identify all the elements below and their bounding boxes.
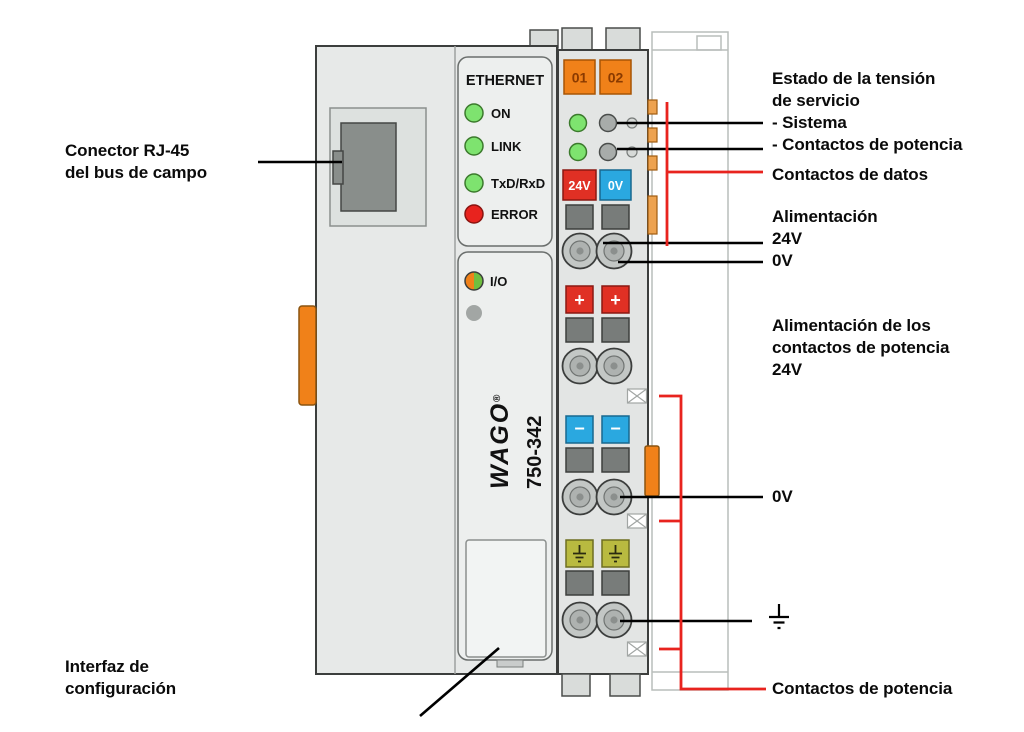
error-led-icon: [464, 204, 484, 224]
label-potencia: Contactos de potencia: [772, 679, 953, 698]
terminal-block: 01 02 24V 0V + + − −: [557, 27, 660, 697]
terminal-24v: [561, 232, 599, 270]
separator-mark-1: [626, 388, 648, 404]
clamp-opening: [565, 570, 594, 596]
terminal-bottom-tab-1: [561, 673, 591, 697]
clamp-opening: [565, 204, 594, 230]
terminal-plus-1: [561, 347, 599, 385]
clamp-opening: [601, 204, 630, 230]
minus-square-2: [601, 415, 630, 444]
wago-logo: WAGO: [486, 402, 514, 489]
channel-01-square: [563, 59, 596, 95]
label-config: Interfaz de configuración: [65, 657, 177, 698]
txd-rxd-led-icon: [464, 173, 484, 193]
error-led-label: ERROR: [491, 207, 539, 222]
supply-led-system-icon: [568, 113, 588, 133]
power-contacts-path: [659, 394, 766, 691]
24v-square: [562, 169, 597, 201]
on-led-label: ON: [491, 106, 511, 121]
label-datos: Contactos de datos: [772, 165, 928, 184]
link-led-icon: [464, 136, 484, 156]
plus-square-1: [565, 285, 594, 314]
0v-square-label: 0V: [608, 179, 624, 193]
minus-label-1: −: [574, 419, 585, 439]
clamp-opening: [601, 570, 630, 596]
clamp-opening: [565, 447, 594, 473]
io-led-label: I/O: [490, 274, 507, 289]
link-led-label: LINK: [491, 139, 522, 154]
terminal-bottom-tab-2: [609, 673, 641, 697]
rj45-latch: [332, 150, 344, 185]
ethernet-panel: ETHERNET ON LINK TxD/RxD ERROR: [457, 56, 553, 247]
minus-label-2: −: [610, 419, 621, 439]
label-0v: 0V: [772, 487, 793, 506]
minus-square-1: [565, 415, 594, 444]
label-rj45: Conector RJ-45 del bus de campo: [65, 141, 207, 182]
plus-square-2: [601, 285, 630, 314]
io-led-icon: [464, 271, 484, 291]
power-contacts-stubs: [659, 519, 681, 651]
terminal-earth-1: [561, 601, 599, 639]
io-panel: I/O WAGO ® 750-342: [457, 251, 553, 668]
earth-glyph-icon: [609, 545, 622, 563]
ground-symbol: [769, 604, 789, 630]
terminal-top-tab-2: [605, 27, 641, 51]
clamp-opening: [601, 317, 630, 343]
earth-glyph-icon: [573, 545, 586, 563]
red-marker-lines: [659, 102, 766, 691]
terminal-plus-2: [595, 347, 633, 385]
clamp-opening: [565, 317, 594, 343]
release-latch-right: [644, 445, 660, 497]
next-module-outline: [651, 31, 729, 691]
release-latch-left: [298, 305, 317, 406]
terminal-minus-1: [561, 478, 599, 516]
supply-indicator-power: [598, 142, 618, 162]
model-number: 750-342: [524, 416, 546, 489]
channel-02-square: [599, 59, 632, 95]
label-estado: Estado de la tensión de servicio - Siste…: [772, 69, 963, 154]
24v-square-label: 24V: [568, 179, 591, 193]
wago-reg-mark: ®: [492, 394, 503, 402]
separator-mark-2: [626, 513, 648, 529]
callout-lines: [258, 121, 763, 717]
channel-01-label: 01: [572, 70, 588, 86]
plus-label-1: +: [574, 290, 585, 310]
rj45-socket: [340, 122, 397, 212]
channel-02-label: 02: [608, 70, 624, 86]
separator-mark-3: [626, 641, 648, 657]
supply-led-power-icon: [568, 142, 588, 162]
clamp-opening: [601, 447, 630, 473]
0v-square: [599, 169, 632, 201]
supply-indicator-system: [598, 113, 618, 133]
ethernet-title: ETHERNET: [466, 73, 544, 89]
config-slot: [496, 659, 524, 668]
terminal-top-tab-1: [561, 27, 593, 51]
callout-config: [419, 647, 500, 717]
label-alim-potencia: Alimentación de los contactos de potenci…: [772, 316, 950, 379]
txd-rxd-led-label: TxD/RxD: [491, 176, 545, 191]
data-contacts: [647, 99, 658, 235]
label-alimentacion: Alimentación 24V 0V: [772, 207, 878, 270]
rj45-connector: [329, 107, 427, 227]
on-led-icon: [464, 103, 484, 123]
ethernet-panel-frame: [457, 56, 553, 247]
service-button: [466, 305, 482, 321]
plus-label-2: +: [610, 290, 621, 310]
config-interface-panel: [465, 539, 547, 658]
